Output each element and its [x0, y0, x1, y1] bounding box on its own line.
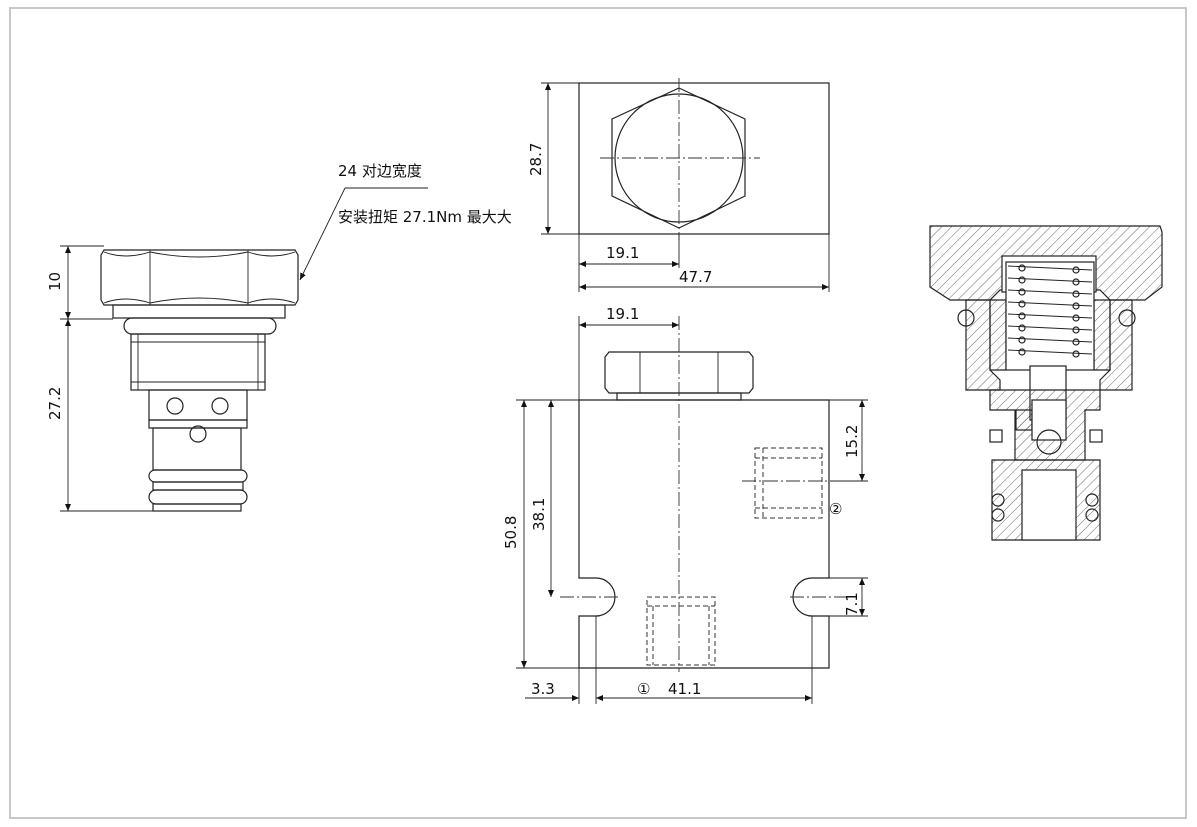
cartridge-side-view — [100, 249, 299, 512]
front-view-dimensions: 19.1 15.2 7.1 50.8 38.1 3.3 ① 41.1 — [502, 305, 868, 704]
dim-port2-offset: 15.2 — [843, 425, 861, 458]
dim-slot-span: 41.1 — [668, 680, 701, 698]
dim-body-height: 50.8 — [502, 516, 520, 549]
dim-slot-offset: 7.1 — [843, 592, 861, 616]
manifold-top-view — [578, 78, 830, 240]
dim-front-offset: 19.1 — [606, 305, 639, 323]
port1-marker: ① — [637, 680, 650, 698]
manifold-front-view: ② — [560, 316, 850, 672]
dim-side-body-length: 27.2 — [46, 387, 64, 420]
cartridge-section-view — [929, 225, 1163, 541]
page-border — [9, 7, 1187, 819]
dim-top-width: 47.7 — [679, 268, 712, 286]
dim-top-offset: 19.1 — [606, 244, 639, 262]
annotation-torque: 安装扭矩 27.1Nm 最大大 — [338, 208, 512, 226]
dim-port1-height: 38.1 — [530, 498, 548, 531]
top-view-dimensions: 28.7 19.1 47.7 — [527, 82, 830, 292]
dim-side-hex-height: 10 — [46, 272, 64, 291]
annotation-flats-width: 24 对边宽度 — [338, 162, 422, 180]
dim-left-margin: 3.3 — [531, 680, 555, 698]
dim-top-height: 28.7 — [527, 143, 545, 176]
port2-marker: ② — [829, 500, 842, 518]
side-view-dimensions: 10 27.2 24 对边宽度 安装扭矩 27.1Nm 最大大 — [46, 162, 512, 512]
